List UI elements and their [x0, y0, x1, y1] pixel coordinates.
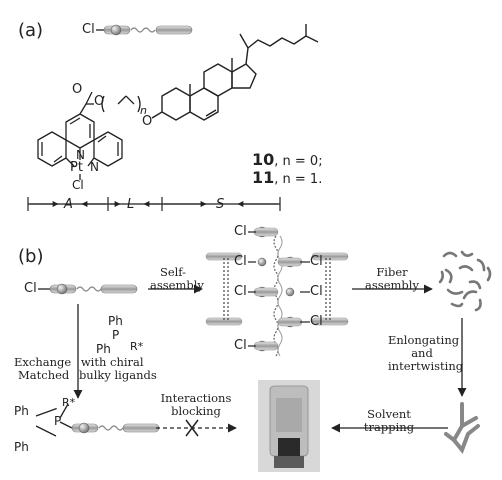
fiber-assembly-label: Fiber assembly — [362, 266, 422, 292]
stack-cl-2: Cl — [234, 254, 247, 269]
compound-11-text: , n = 1. — [274, 172, 323, 187]
fiber-assembly-line-1: Fiber — [376, 265, 408, 279]
enlongating-line-3: intertwisting — [388, 359, 464, 373]
matched-label: Matched bulky ligands — [18, 369, 157, 382]
pt-chloride-label: Cl — [72, 178, 84, 192]
stacked-assembly — [205, 226, 349, 357]
compound-10: 10, n = 0; — [252, 150, 323, 169]
cholesterol-skeleton — [151, 24, 319, 121]
panel-a-label: (a) — [18, 20, 44, 41]
exchange-word: Exchange — [14, 355, 72, 369]
product-ph-top: Ph — [14, 404, 29, 418]
compound-11-number: 11 — [252, 168, 275, 187]
stack-cl-1: Cl — [234, 224, 247, 239]
stack-cl-4: Cl — [234, 284, 247, 299]
self-assembly-label: Self- assembly — [150, 265, 204, 292]
ligand-r: R* — [130, 340, 144, 353]
chloride-label-b: Cl — [24, 281, 37, 296]
self-assembly-line-2: assembly — [150, 278, 204, 292]
segment-l-label: L — [127, 197, 135, 212]
solvent-line-2: trapping — [363, 420, 415, 434]
nitrogen-label-2: N — [90, 160, 99, 174]
arrow-interactions-blocking — [156, 419, 237, 437]
ester-linker — [79, 91, 141, 115]
exchange-label: Exchange with chiral — [14, 356, 144, 369]
bulky-ligands-word: bulky ligands — [78, 368, 157, 382]
carbonyl-oxygen: O — [72, 82, 83, 97]
interactions-line-2: blocking — [171, 404, 221, 418]
panel-b-label: (b) — [18, 246, 44, 267]
segment-a-label: A — [64, 197, 73, 212]
solvent-line-1: Solvent — [367, 407, 411, 421]
compound-10-text: , n = 0; — [274, 154, 323, 169]
stack-cl-6: Cl — [310, 314, 323, 329]
with-chiral-word: with chiral — [80, 355, 144, 369]
molecule-cartoon-a — [96, 24, 193, 36]
ligand-ph-top: Ph — [108, 314, 123, 328]
product-r: R* — [62, 396, 76, 409]
ligand-p: P — [112, 328, 120, 342]
ester-oxygen: O — [94, 94, 105, 109]
stack-cl-3: Cl — [310, 254, 323, 269]
compound-11: 11, n = 1. — [252, 168, 322, 187]
vial-photo — [258, 380, 320, 472]
solvent-label: Solvent trapping — [358, 408, 420, 434]
enlongating-line-2: and — [411, 346, 433, 360]
interactions-label: Interactions blocking — [158, 392, 234, 418]
phosphine-molecule — [35, 403, 160, 437]
chloride-label: Cl — [82, 22, 95, 37]
pt-complex — [37, 113, 123, 180]
fiber-assembly-line-2: assembly — [365, 278, 419, 292]
ligand-ph-bottom: Ph — [96, 342, 111, 356]
matched-word: Matched — [18, 368, 70, 382]
enlongating-label: Enlongating and intertwisting — [388, 333, 464, 373]
enlongating-line-1: Enlongating — [388, 333, 460, 347]
molecule-cartoon-b — [38, 283, 138, 295]
steroid-oxygen: O — [142, 114, 153, 129]
segment-bar — [27, 197, 281, 211]
stack-cl-5: Cl — [310, 284, 323, 299]
fiber-fragments — [438, 250, 492, 312]
segment-s-label: S — [216, 197, 225, 212]
stack-cl-7: Cl — [234, 338, 247, 353]
twisted-fiber — [444, 402, 480, 454]
nitrogen-label-1: N — [76, 148, 85, 162]
product-ph-bottom: Ph — [14, 440, 29, 454]
repeat-subscript: n — [140, 104, 147, 117]
product-p: P — [54, 414, 62, 428]
self-assembly-line-1: Self- — [159, 265, 187, 279]
compound-10-number: 10 — [252, 150, 275, 169]
interactions-line-1: Interactions — [160, 391, 232, 405]
platinum-label: Pt — [70, 160, 83, 175]
